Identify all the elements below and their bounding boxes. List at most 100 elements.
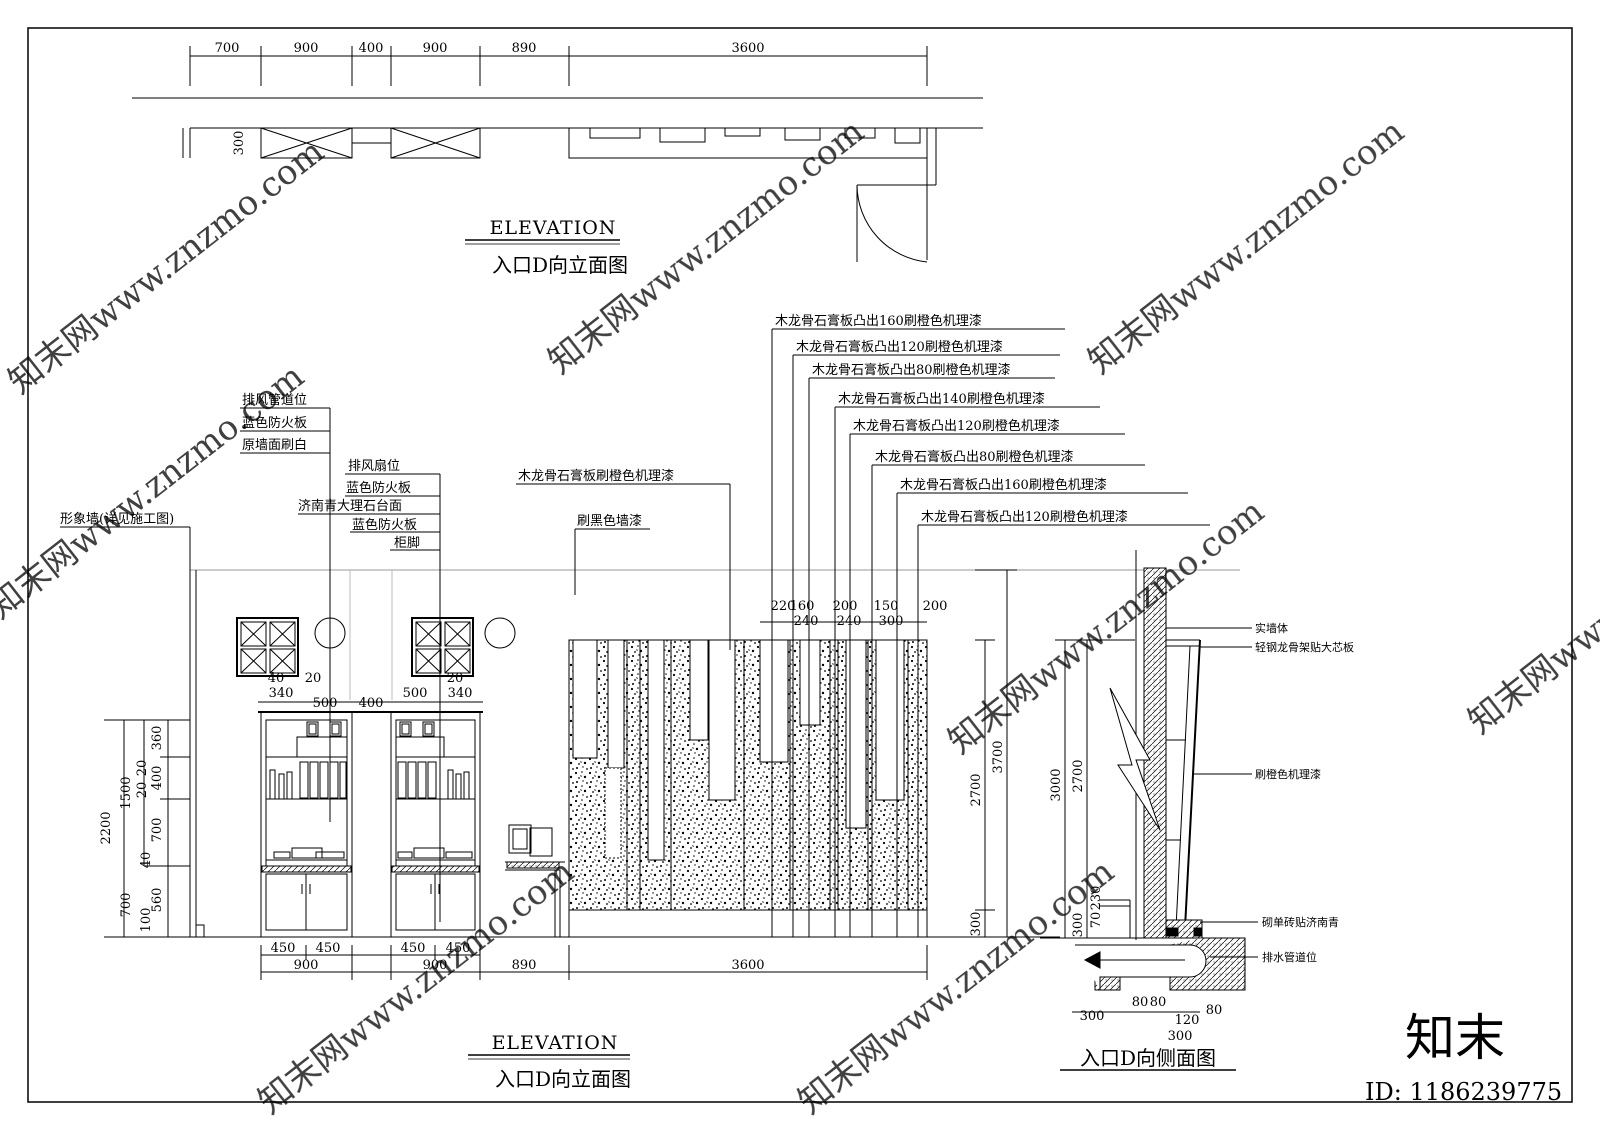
svg-text:340: 340 <box>269 686 294 701</box>
cabinet-left <box>261 712 352 937</box>
elevation-right-dim-labels: 2700 3700 300 <box>969 740 1006 936</box>
feature-wall-top-dims: 220 160 240 200 240 150 300 200 <box>760 599 947 629</box>
svg-text:900: 900 <box>294 958 319 973</box>
svg-text:240: 240 <box>837 614 862 629</box>
svg-text:2700: 2700 <box>1071 759 1086 792</box>
svg-text:230: 230 <box>1089 886 1104 911</box>
right-labels: 木龙骨石膏板凸出160刷橙色机理漆 木龙骨石膏板凸出120刷橙色机理漆 木龙骨石… <box>775 313 1128 525</box>
svg-text:300: 300 <box>1071 913 1086 938</box>
svg-text:450: 450 <box>316 941 341 956</box>
svg-text:3700: 3700 <box>991 740 1006 773</box>
top-plan-title: ELEVATION 入口D向立面图 <box>465 217 628 277</box>
svg-text:700: 700 <box>215 41 240 56</box>
svg-text:3600: 3600 <box>731 958 764 973</box>
svg-text:200: 200 <box>833 599 858 614</box>
svg-text:900: 900 <box>423 41 448 56</box>
svg-text:300: 300 <box>1080 1009 1105 1024</box>
svg-text:450: 450 <box>446 941 471 956</box>
svg-text:360: 360 <box>150 726 165 751</box>
svg-text:560: 560 <box>150 888 165 913</box>
svg-text:20: 20 <box>135 760 150 777</box>
svg-text:木龙骨石膏板凸出80刷橙色机理漆: 木龙骨石膏板凸出80刷橙色机理漆 <box>875 449 1074 465</box>
svg-text:220: 220 <box>771 599 796 614</box>
svg-text:砌单砖贴济南青: 砌单砖贴济南青 <box>1262 915 1339 929</box>
bottom-dims <box>261 945 927 980</box>
cabinet-height-dims <box>104 720 190 937</box>
svg-text:2700: 2700 <box>969 773 984 806</box>
svg-text:450: 450 <box>271 941 296 956</box>
bottom-dim-labels: 450 450 900 450 450 900 890 3600 <box>271 941 765 973</box>
wall-label-orange: 木龙骨石膏板刷橙色机理漆 <box>518 468 674 484</box>
svg-text:木龙骨石膏板凸出160刷橙色机理漆: 木龙骨石膏板凸出160刷橙色机理漆 <box>900 477 1107 493</box>
svg-text:柜脚: 柜脚 <box>394 535 420 551</box>
id-watermark: ID: 1186239775 <box>1365 1078 1562 1106</box>
svg-text:知末网www.znzmo.com: 知末网www.znzmo.com <box>0 356 312 627</box>
side-section <box>1040 550 1245 990</box>
svg-text:ELEVATION: ELEVATION <box>492 1032 619 1054</box>
svg-text:排水管道位: 排水管道位 <box>1262 950 1317 964</box>
svg-text:100: 100 <box>139 908 154 933</box>
svg-text:700: 700 <box>150 818 165 843</box>
svg-text:1500: 1500 <box>119 776 134 809</box>
svg-text:900: 900 <box>294 41 319 56</box>
svg-text:原墙面刷白: 原墙面刷白 <box>242 437 307 453</box>
side-section-dims <box>1055 640 1200 1012</box>
svg-text:排风管道位: 排风管道位 <box>242 393 307 408</box>
image-wall-label: 形象墙(详见施工图) <box>60 512 174 527</box>
svg-text:300: 300 <box>969 912 984 937</box>
svg-text:500: 500 <box>403 686 428 701</box>
svg-text:ELEVATION: ELEVATION <box>490 217 617 239</box>
left-labels: 排风管道位 蓝色防火板 原墙面刷白 <box>242 393 307 453</box>
svg-text:150: 150 <box>874 599 899 614</box>
brand-watermark: 知末 <box>1405 1009 1505 1067</box>
svg-text:入口D向立面图: 入口D向立面图 <box>492 253 628 277</box>
svg-text:轻钢龙骨架贴大芯板: 轻钢龙骨架贴大芯板 <box>1255 640 1354 654</box>
reception-desk <box>505 825 565 937</box>
svg-text:蓝色防火板: 蓝色防火板 <box>242 415 307 431</box>
svg-text:160: 160 <box>790 599 815 614</box>
svg-text:知末网www.znzmo.com: 知末网www.znzmo.com <box>1461 471 1600 742</box>
exhaust-duct-right <box>485 618 515 648</box>
svg-text:20: 20 <box>135 782 150 799</box>
svg-text:300: 300 <box>232 131 247 156</box>
svg-text:500: 500 <box>313 696 338 711</box>
cabinet-top-dims: 40 20 340 500 400 500 20 340 <box>258 671 483 711</box>
svg-text:340: 340 <box>448 686 473 701</box>
svg-text:木龙骨石膏板凸出120刷橙色机理漆: 木龙骨石膏板凸出120刷橙色机理漆 <box>853 418 1060 434</box>
svg-text:120: 120 <box>1175 1013 1200 1028</box>
svg-text:300: 300 <box>1168 1029 1193 1044</box>
feature-wall <box>569 640 927 937</box>
side-section-leaders <box>1166 628 1258 957</box>
svg-text:890: 890 <box>512 41 537 56</box>
elevation-structure <box>104 570 1240 937</box>
sheet-border <box>28 28 1572 1102</box>
svg-text:70: 70 <box>1089 912 1104 929</box>
wall-label-black: 刷黑色墙漆 <box>577 513 642 529</box>
svg-text:排风扇位: 排风扇位 <box>348 458 400 474</box>
top-plan-dims: 700 900 400 900 890 3600 300 <box>215 41 765 155</box>
exhaust-fan-right <box>412 618 473 676</box>
svg-text:890: 890 <box>512 958 537 973</box>
svg-text:400: 400 <box>150 766 165 791</box>
svg-text:济南青大理石台面: 济南青大理石台面 <box>298 498 402 514</box>
svg-text:450: 450 <box>401 941 426 956</box>
svg-text:知末网www.znzmo.com: 知末网www.znzmo.com <box>941 491 1272 762</box>
svg-text:240: 240 <box>794 614 819 629</box>
svg-text:200: 200 <box>923 599 948 614</box>
svg-text:40: 40 <box>268 671 285 686</box>
exhaust-fan-left <box>237 618 298 676</box>
svg-text:20: 20 <box>447 671 464 686</box>
svg-text:400: 400 <box>359 41 384 56</box>
cabinet-right <box>391 712 480 937</box>
svg-text:2200: 2200 <box>99 811 114 844</box>
top-plan <box>132 46 983 262</box>
side-section-title: 入口D向侧面图 <box>1060 1046 1236 1070</box>
side-section-labels: 实墙体 轻钢龙骨架贴大芯板 刷橙色机理漆 砌单砖贴济南青 排水管道位 <box>1255 621 1354 964</box>
svg-text:实墙体: 实墙体 <box>1255 621 1288 635</box>
svg-text:3000: 3000 <box>1049 768 1064 801</box>
svg-text:20: 20 <box>305 671 322 686</box>
svg-text:知末网www.znzmo.com: 知末网www.znzmo.com <box>1081 111 1412 382</box>
svg-text:木龙骨石膏板凸出120刷橙色机理漆: 木龙骨石膏板凸出120刷橙色机理漆 <box>796 339 1003 355</box>
svg-text:80: 80 <box>1206 1003 1223 1018</box>
